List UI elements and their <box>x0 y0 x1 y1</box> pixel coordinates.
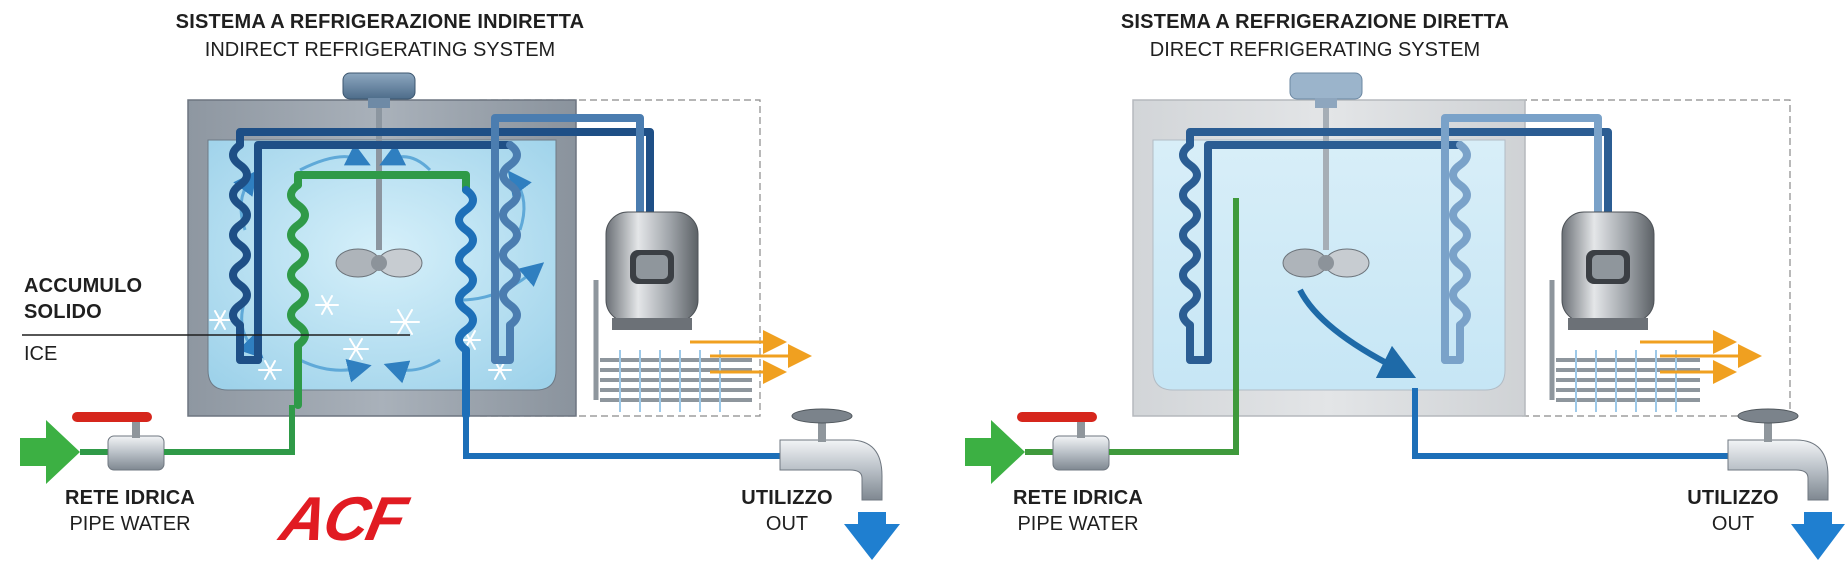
direct-system <box>965 72 1845 560</box>
inlet-valve <box>72 412 165 471</box>
condenser-fins <box>619 350 721 412</box>
direct-outlet-label-en: OUT <box>1711 513 1755 535</box>
direct-outlet-label-it: UTILIZZO <box>1687 487 1779 509</box>
compressor <box>1561 211 1655 330</box>
outlet-pipe <box>1412 388 1740 459</box>
outlet-pipe <box>463 415 790 459</box>
ice-label-en: ICE <box>24 343 58 365</box>
indirect-inlet-label-it: RETE IDRICA <box>65 487 195 509</box>
acf-logo: ACF <box>274 485 411 554</box>
heat-exhaust-arrows <box>690 330 812 384</box>
direct-inlet-label-it: RETE IDRICA <box>1013 487 1143 509</box>
inlet-arrow <box>965 420 1025 484</box>
evaporator-return-coil <box>1441 114 1602 364</box>
indirect-outlet-label-en: OUT <box>765 513 809 535</box>
agitator-motor <box>1289 72 1363 100</box>
agitator-impeller <box>1282 248 1370 278</box>
indirect-title-en: INDIRECT REFRIGERATING SYSTEM <box>204 39 556 61</box>
condenser-coil <box>593 280 752 402</box>
direct-title-en: DIRECT REFRIGERATING SYSTEM <box>1149 39 1481 61</box>
ice-storage-label-line2: SOLIDO <box>24 301 102 323</box>
indirect-title-it: SISTEMA A REFRIGERAZIONE INDIRETTA <box>175 11 585 33</box>
indirect-system <box>20 72 900 560</box>
inlet-arrow <box>20 420 80 484</box>
condenser-fins <box>1575 350 1677 412</box>
ice-storage-label-line1: ACCUMULO <box>24 275 143 297</box>
agitator-impeller <box>335 248 423 278</box>
outlet-faucet <box>779 408 883 501</box>
outlet-arrow <box>844 512 900 560</box>
ice-crystals <box>209 295 512 380</box>
direct-title-it: SISTEMA A REFRIGERAZIONE DIRETTA <box>1120 11 1510 33</box>
evaporator-coil <box>1179 128 1612 364</box>
inlet-pipe <box>1109 198 1239 455</box>
product-coil <box>287 171 477 419</box>
indirect-outlet-label-it: UTILIZZO <box>741 487 833 509</box>
heat-exhaust-arrows <box>1640 330 1762 384</box>
flow-arrow <box>1297 288 1417 379</box>
evaporator-coil <box>229 128 654 364</box>
inlet-valve <box>1017 412 1110 471</box>
outlet-arrow <box>1791 512 1845 560</box>
agitator-motor <box>342 72 416 100</box>
compressor <box>605 211 699 330</box>
outlet-faucet <box>1727 408 1829 501</box>
indirect-inlet-label-en: PIPE WATER <box>69 513 191 535</box>
condenser-coil <box>1549 280 1700 402</box>
evaporator-return-coil <box>491 114 644 364</box>
direct-inlet-label-en: PIPE WATER <box>1017 513 1139 535</box>
inlet-pipe <box>164 405 295 455</box>
